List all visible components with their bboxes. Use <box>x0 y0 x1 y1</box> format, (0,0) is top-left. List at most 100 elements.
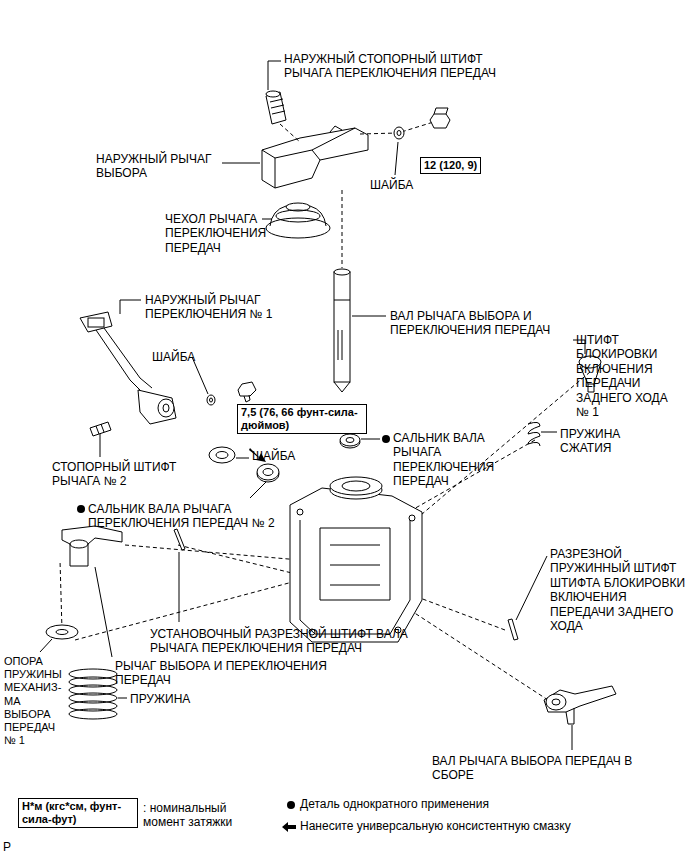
part-label: РЫЧАГ ВЫБОРА И ПЕРЕКЛЮЧЕНИЯ ПЕРЕДАЧ <box>115 659 355 688</box>
part-label: ШАЙБА <box>152 350 232 364</box>
washer-drawing <box>209 447 235 463</box>
part-label: ЧЕХОЛ РЫЧАГА ПЕРЕКЛЮЧЕНИЯ ПЕРЕДАЧ <box>165 212 267 255</box>
shift-lever-drawing <box>80 312 176 424</box>
selector-shaft-drawing <box>544 686 616 724</box>
pin-drawing <box>90 422 111 436</box>
one-time-dot <box>77 505 85 513</box>
one-time-dot <box>382 435 390 443</box>
nut-drawing <box>430 114 450 128</box>
leader-line <box>361 439 380 440</box>
leader-line <box>120 300 141 314</box>
spring-drawing <box>528 422 540 446</box>
shift-lever-drawing <box>96 328 152 392</box>
stop-pin-drawing <box>266 91 280 97</box>
leader-line <box>95 567 112 657</box>
legend-entry: Деталь однократного применения <box>282 797 662 811</box>
lever-drawing <box>70 540 88 548</box>
select-lever-drawing <box>262 128 368 188</box>
washer-drawing <box>209 447 235 463</box>
part-label: ОПОРА ПРУЖИНЫ МЕХАНИЗ- МА ВЫБОРА ПЕРЕДАЧ… <box>4 655 68 747</box>
part-label: САЛЬНИК ВАЛА РЫЧАГА ПЕРЕКЛЮЧЕНИЯ ПЕРЕДАЧ <box>393 431 515 489</box>
leader-line <box>572 725 573 750</box>
pin-drawing <box>508 619 518 640</box>
leader-line <box>40 639 52 652</box>
torque-value: 12 (120, 9) <box>424 159 477 172</box>
leader-line <box>100 434 101 457</box>
pin-drawing <box>90 422 111 436</box>
pin-drawing <box>174 529 185 550</box>
washer-drawing <box>394 127 404 139</box>
select-lever-drawing <box>262 126 368 188</box>
legend-text: Деталь однократного применения <box>300 797 489 811</box>
bolt-drawing <box>238 382 256 402</box>
dashed-line <box>60 120 590 700</box>
shift-lever-drawing <box>88 318 104 327</box>
dashed-line <box>410 610 548 700</box>
oil-seal-drawing <box>340 434 360 446</box>
leader-line <box>179 552 180 622</box>
dashed-line <box>420 598 505 630</box>
shift-lever-drawing <box>138 390 176 424</box>
part-label: ВАЛ РЫЧАГА ВЫБОРА И ПЕРЕКЛЮЧЕНИЯ ПЕРЕДАЧ <box>390 309 565 338</box>
housing-drawing <box>290 488 422 642</box>
spring-drawing <box>528 422 540 446</box>
pin-drawing <box>96 424 104 434</box>
torque-box: 12 (120, 9) <box>420 157 481 174</box>
dashed-line <box>342 190 343 268</box>
legend-entry: : номинальный момент затяжки <box>143 801 243 830</box>
leader-line <box>395 142 398 175</box>
selector-shaft-drawing <box>566 708 574 724</box>
housing-drawing <box>330 477 382 495</box>
stop-pin-drawing <box>270 99 285 114</box>
shaft-drawing <box>334 272 350 382</box>
part-label: САЛЬНИК ВАЛА РЫЧАГА ПЕРЕКЛЮЧЕНИЯ ПЕРЕДАЧ… <box>88 502 328 531</box>
part-label: НАРУЖНЫЙ СТОПОРНЫЙ ШТИФТ РЫЧАГА ПЕРЕКЛЮЧ… <box>284 52 524 81</box>
part-label: P <box>3 840 23 854</box>
spring-drawing <box>69 709 117 719</box>
spring-drawing <box>69 669 117 719</box>
leader-line <box>236 458 249 459</box>
leader-line <box>118 698 127 699</box>
boot-drawing <box>266 218 330 238</box>
washer-drawing <box>397 131 401 136</box>
lever-drawing <box>62 526 122 566</box>
oil-seal-drawing <box>263 469 273 476</box>
pin-drawing <box>508 619 518 640</box>
leader-line <box>268 61 281 90</box>
oil-seal-drawing <box>257 464 279 480</box>
grease-arrow <box>282 822 296 832</box>
torque-box: 7,5 (76, 66 фунт-сила-дюймов) <box>237 404 367 434</box>
housing-drawing <box>297 509 303 515</box>
shift-lever-drawing <box>163 404 169 412</box>
spring-seat-drawing <box>46 625 78 639</box>
dashed-line <box>125 545 300 560</box>
nut-drawing <box>430 108 450 128</box>
torque-value: Н*м (кгс*см, фунт-сила-фут) <box>22 800 134 826</box>
bolt-drawing <box>238 382 256 396</box>
torque-box: Н*м (кгс*см, фунт-сила-фут) <box>18 798 138 828</box>
oil-seal-drawing <box>340 434 360 448</box>
washer-drawing <box>216 452 228 459</box>
nut-drawing <box>434 108 448 114</box>
legend-entry: Нанесите универсальную консистентную сма… <box>282 819 662 833</box>
one-time-dot <box>287 801 295 809</box>
part-label: НАРУЖНЫЙ РЫЧАГ ВЫБОРА <box>96 152 220 181</box>
spring-seat-drawing <box>56 630 68 635</box>
selector-shaft-drawing <box>552 699 560 705</box>
leader-line <box>250 482 266 498</box>
legend-text: Нанесите универсальную консистентную сма… <box>300 819 571 833</box>
selector-shaft-drawing <box>546 694 566 710</box>
housing-drawing <box>300 520 410 634</box>
spring-seat-drawing <box>46 625 78 639</box>
housing-drawing <box>409 515 415 521</box>
boot-drawing <box>276 210 320 222</box>
exploded-view <box>40 61 616 750</box>
leader-line <box>541 432 557 433</box>
part-label: ШАЙБА <box>252 449 332 463</box>
leader-line <box>40 61 585 750</box>
shift-lever-drawing <box>158 399 174 417</box>
housing-drawing <box>290 477 422 642</box>
part-label: ШАЙБА <box>370 178 450 192</box>
washer-drawing <box>210 398 213 402</box>
